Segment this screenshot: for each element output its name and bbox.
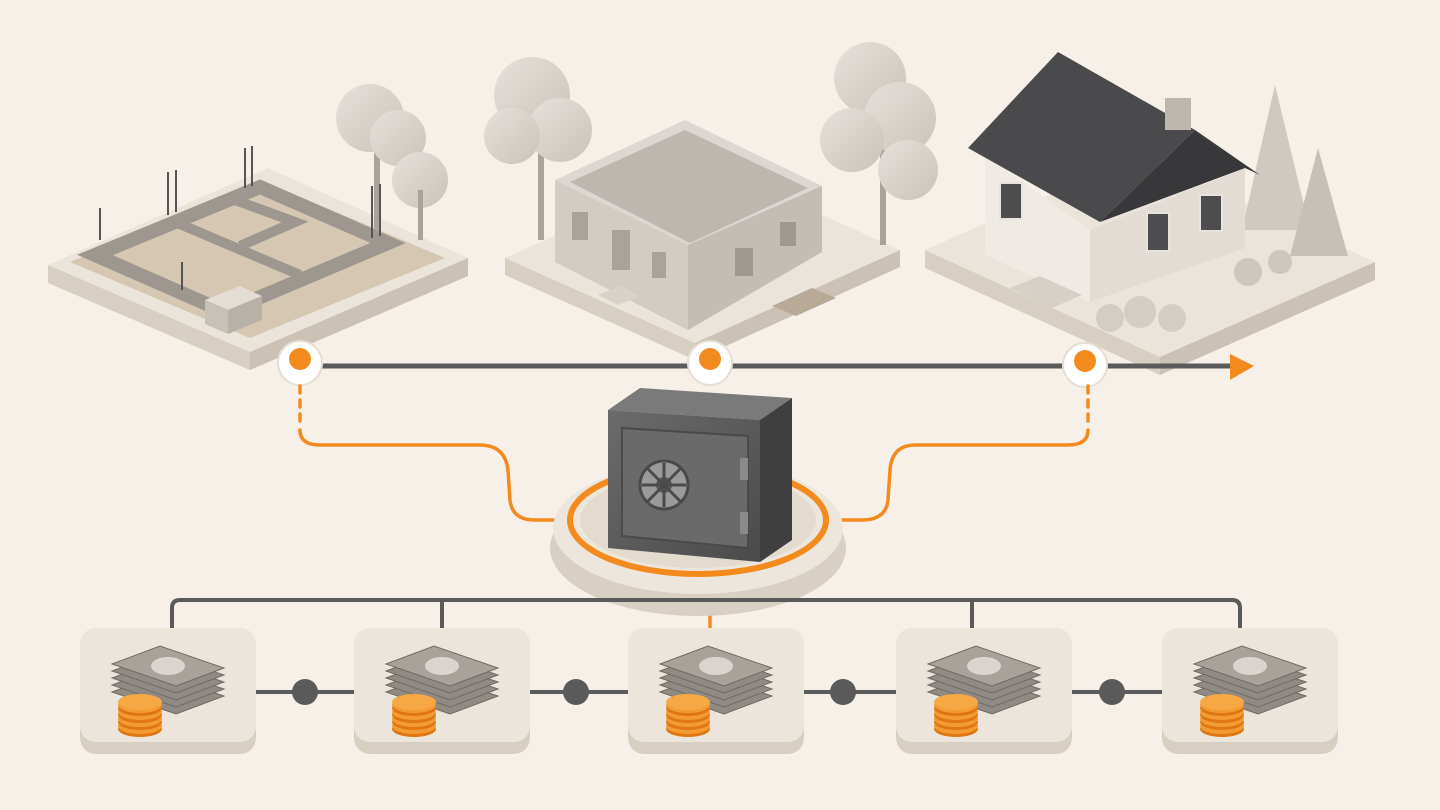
tree-icon xyxy=(484,57,592,240)
money-stack-icon xyxy=(110,645,226,715)
milestone-node-1 xyxy=(277,340,323,386)
safe-vault-icon xyxy=(608,388,792,562)
stage-walls xyxy=(484,57,900,360)
coin-stack-icon xyxy=(1200,694,1244,737)
milestone-node-2 xyxy=(687,340,733,386)
stage-foundation xyxy=(48,84,468,370)
payment-tiles xyxy=(80,628,1338,754)
money-stack-icon xyxy=(1192,645,1308,715)
arrow-head-icon xyxy=(1230,354,1254,380)
coin-stack-icon xyxy=(118,694,162,737)
money-stack-icon xyxy=(926,645,1042,715)
payment-1-tile xyxy=(80,628,256,754)
escrow-vault xyxy=(550,388,846,616)
payment-link-nodes xyxy=(292,679,1125,705)
payment-3-tile xyxy=(628,628,804,754)
progress-timeline xyxy=(277,340,1254,388)
payment-4-tile xyxy=(896,628,1072,754)
brick-stack-icon xyxy=(205,286,262,334)
coin-stack-icon xyxy=(666,694,710,737)
tree-icon xyxy=(820,42,938,245)
coin-stack-icon xyxy=(392,694,436,737)
release-connectors xyxy=(298,384,1090,630)
tree-icon xyxy=(336,84,448,240)
money-stack-icon xyxy=(384,645,500,715)
pine-tree-icon xyxy=(1242,85,1348,256)
payment-2-tile xyxy=(354,628,530,754)
milestone-node-3 xyxy=(1062,342,1108,388)
payment-5-tile xyxy=(1162,628,1338,754)
stage-finished-house xyxy=(820,42,1375,375)
money-stack-icon xyxy=(658,645,774,715)
coin-stack-icon xyxy=(934,694,978,737)
